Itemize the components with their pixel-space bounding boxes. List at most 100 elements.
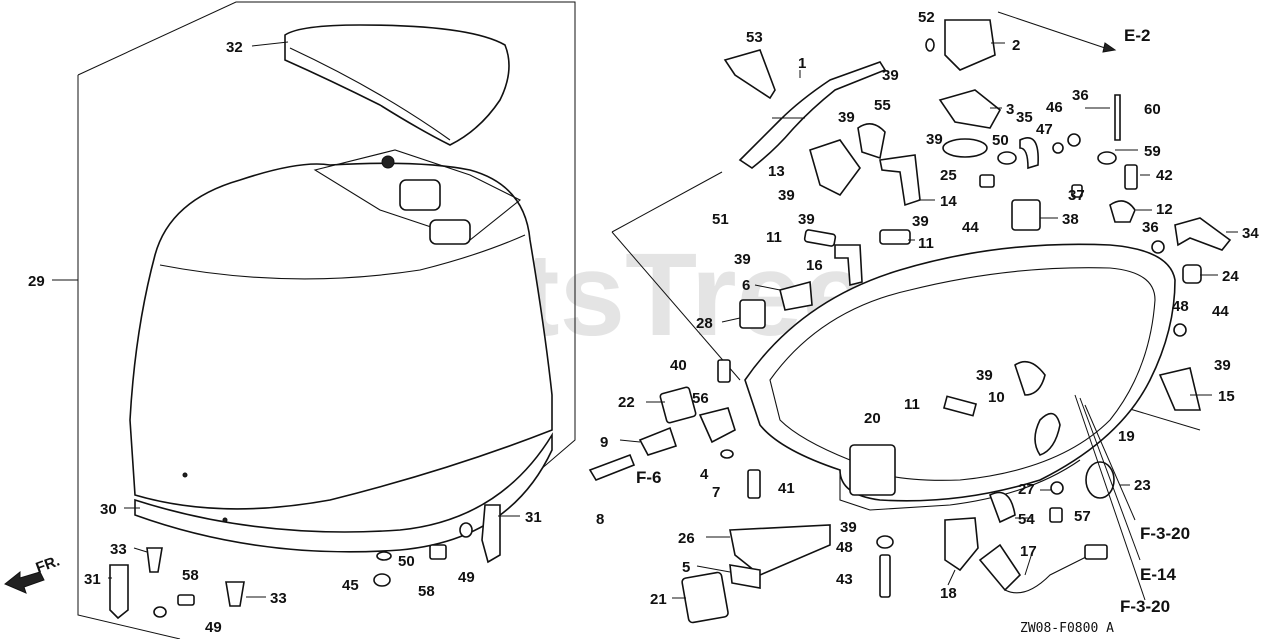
part-55-clamp[interactable] xyxy=(857,123,886,160)
label-20[interactable]: 20 xyxy=(864,410,881,427)
label-60[interactable]: 60 xyxy=(1144,101,1161,118)
label-30[interactable]: 30 xyxy=(100,501,117,518)
part-2-filter[interactable] xyxy=(944,19,996,71)
label-55[interactable]: 55 xyxy=(874,97,891,114)
label-39-a[interactable]: 39 xyxy=(882,67,899,84)
label-33-bottom[interactable]: 33 xyxy=(270,590,287,607)
label-23[interactable]: 23 xyxy=(1134,477,1151,494)
label-54[interactable]: 54 xyxy=(1018,511,1035,528)
label-43[interactable]: 43 xyxy=(836,571,853,588)
part-16-bracket[interactable] xyxy=(834,244,863,287)
label-41[interactable]: 41 xyxy=(778,480,795,497)
part-54-clamp[interactable] xyxy=(989,491,1016,524)
label-16[interactable]: 16 xyxy=(806,257,823,274)
part-18-bracket[interactable] xyxy=(944,517,979,572)
label-12[interactable]: 12 xyxy=(1156,201,1173,218)
label-34[interactable]: 34 xyxy=(1242,225,1259,242)
part-49-washer-2[interactable] xyxy=(459,522,473,538)
label-28[interactable]: 28 xyxy=(696,315,713,332)
label-9[interactable]: 9 xyxy=(600,434,608,451)
label-49-bottom[interactable]: 49 xyxy=(205,619,222,636)
label-22[interactable]: 22 xyxy=(618,394,635,411)
label-39-i[interactable]: 39 xyxy=(976,367,993,384)
part-9-fitting[interactable] xyxy=(638,426,678,456)
part-26-cover[interactable] xyxy=(729,524,831,576)
part-35-clip[interactable] xyxy=(1019,137,1039,170)
label-35[interactable]: 35 xyxy=(1016,109,1033,126)
label-39-j[interactable]: 39 xyxy=(840,519,857,536)
label-18[interactable]: 18 xyxy=(940,585,957,602)
part-40-bolt[interactable] xyxy=(717,359,731,383)
label-56[interactable]: 56 xyxy=(692,390,709,407)
label-21[interactable]: 21 xyxy=(650,591,667,608)
part-21-damper[interactable] xyxy=(681,571,729,624)
part-52-clip[interactable] xyxy=(925,38,935,52)
label-58-right[interactable]: 58 xyxy=(418,583,435,600)
part-57-bolt[interactable] xyxy=(1049,507,1063,523)
label-15[interactable]: 15 xyxy=(1218,388,1235,405)
part-5-clip[interactable] xyxy=(729,564,761,589)
label-39-e[interactable]: 39 xyxy=(798,211,815,228)
part-28-damper[interactable] xyxy=(739,299,766,329)
label-49-right[interactable]: 49 xyxy=(458,569,475,586)
part-6-bracket[interactable] xyxy=(779,280,813,311)
label-5[interactable]: 5 xyxy=(682,559,690,576)
label-39-b[interactable]: 39 xyxy=(838,109,855,126)
label-39-g[interactable]: 39 xyxy=(734,251,751,268)
label-24[interactable]: 24 xyxy=(1222,268,1239,285)
part-58-bolt-2[interactable] xyxy=(429,544,447,560)
part-36-nut[interactable] xyxy=(1067,133,1081,147)
label-44-right[interactable]: 44 xyxy=(1212,303,1229,320)
label-48-bottom[interactable]: 48 xyxy=(836,539,853,556)
part-58-bolt[interactable] xyxy=(177,594,195,606)
part-11-plate[interactable] xyxy=(942,395,978,417)
label-37[interactable]: 37 xyxy=(1068,187,1085,204)
part-12-grommet[interactable] xyxy=(1109,200,1136,223)
label-47[interactable]: 47 xyxy=(1036,121,1053,138)
label-57[interactable]: 57 xyxy=(1074,508,1091,525)
label-58-left[interactable]: 58 xyxy=(182,567,199,584)
label-51[interactable]: 51 xyxy=(712,211,729,228)
part-34-lever[interactable] xyxy=(1174,217,1232,251)
label-25[interactable]: 25 xyxy=(940,167,957,184)
part-49-washer[interactable] xyxy=(153,606,167,618)
part-22-grommet[interactable] xyxy=(659,386,697,424)
label-50-right[interactable]: 50 xyxy=(992,132,1009,149)
part-60-bolt[interactable] xyxy=(1114,94,1121,141)
label-39-c[interactable]: 39 xyxy=(926,131,943,148)
label-31-left[interactable]: 31 xyxy=(84,571,101,588)
part-43-bolt[interactable] xyxy=(879,554,891,598)
label-13[interactable]: 13 xyxy=(768,163,785,180)
label-19[interactable]: 19 xyxy=(1118,428,1135,445)
label-53[interactable]: 53 xyxy=(746,29,763,46)
part-33-grommet-2[interactable] xyxy=(225,581,245,607)
part-32-cover-lid[interactable] xyxy=(284,24,510,146)
ref-e14[interactable]: E-14 xyxy=(1140,565,1176,584)
label-7[interactable]: 7 xyxy=(712,484,720,501)
part-31-latch-left[interactable] xyxy=(109,564,129,620)
part-29-engine-cover[interactable] xyxy=(129,162,553,510)
part-1-hose[interactable] xyxy=(738,61,887,169)
label-38[interactable]: 38 xyxy=(1062,211,1079,228)
label-1[interactable]: 1 xyxy=(798,55,806,72)
label-4[interactable]: 4 xyxy=(700,466,709,483)
part-15-bracket[interactable] xyxy=(1158,367,1202,411)
label-39-h[interactable]: 39 xyxy=(1214,357,1231,374)
label-3[interactable]: 3 xyxy=(1006,101,1014,118)
label-6[interactable]: 6 xyxy=(742,277,750,294)
label-11-mid[interactable]: 11 xyxy=(904,396,920,413)
part-50-washer[interactable] xyxy=(376,551,392,561)
label-29[interactable]: 29 xyxy=(28,273,45,290)
part-37-fitting[interactable] xyxy=(1071,184,1083,198)
label-11-right[interactable]: 11 xyxy=(918,235,934,252)
label-39-f[interactable]: 39 xyxy=(912,213,929,230)
label-45[interactable]: 45 xyxy=(342,577,359,594)
part-48-washer[interactable] xyxy=(1173,323,1187,337)
label-40[interactable]: 40 xyxy=(670,357,687,374)
part-59-washer[interactable] xyxy=(1097,151,1117,165)
part-24-grommet[interactable] xyxy=(1182,264,1202,284)
part-48-washer-2[interactable] xyxy=(876,535,894,549)
part-4-switch[interactable] xyxy=(698,407,736,444)
part-7-washer[interactable] xyxy=(720,449,734,459)
label-10[interactable]: 10 xyxy=(988,389,1005,406)
